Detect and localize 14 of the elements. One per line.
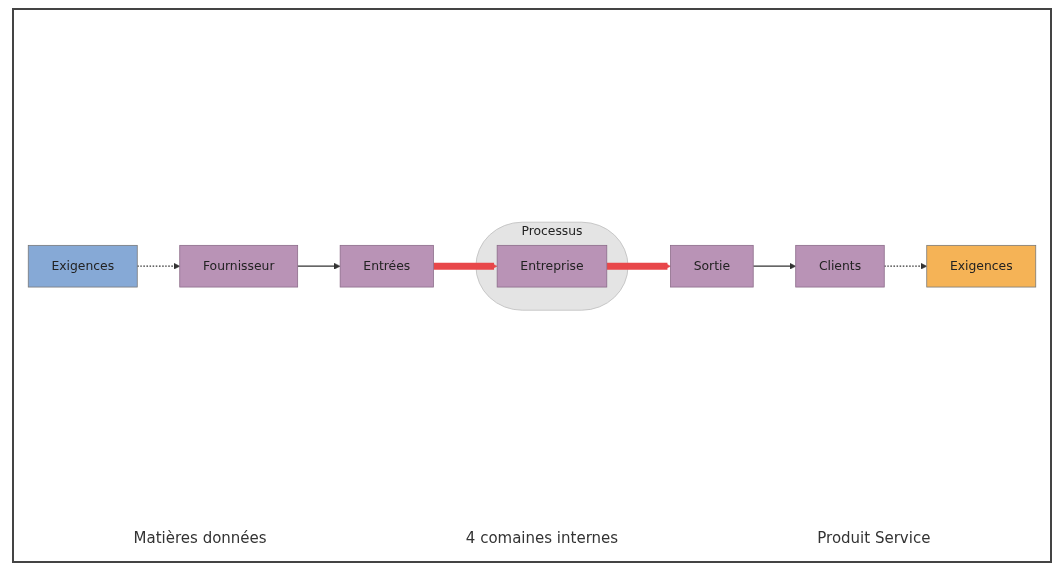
node-box: Exigences	[926, 245, 1037, 288]
node-box: Sortie	[670, 245, 754, 288]
note-text: Produit Service	[817, 529, 931, 547]
node-box: Exigences	[27, 245, 138, 288]
node-box: Entrées	[339, 245, 434, 288]
note-text: Matières données	[133, 529, 267, 547]
node-box: Clients	[795, 245, 885, 288]
node-box: Fournisseur	[179, 245, 299, 288]
arrow	[752, 263, 796, 270]
note-text: 4 comaines internes	[465, 529, 619, 547]
node-box: Entreprise	[496, 245, 608, 288]
arrow	[433, 263, 498, 270]
arrow	[297, 263, 341, 270]
arrow	[606, 263, 671, 270]
